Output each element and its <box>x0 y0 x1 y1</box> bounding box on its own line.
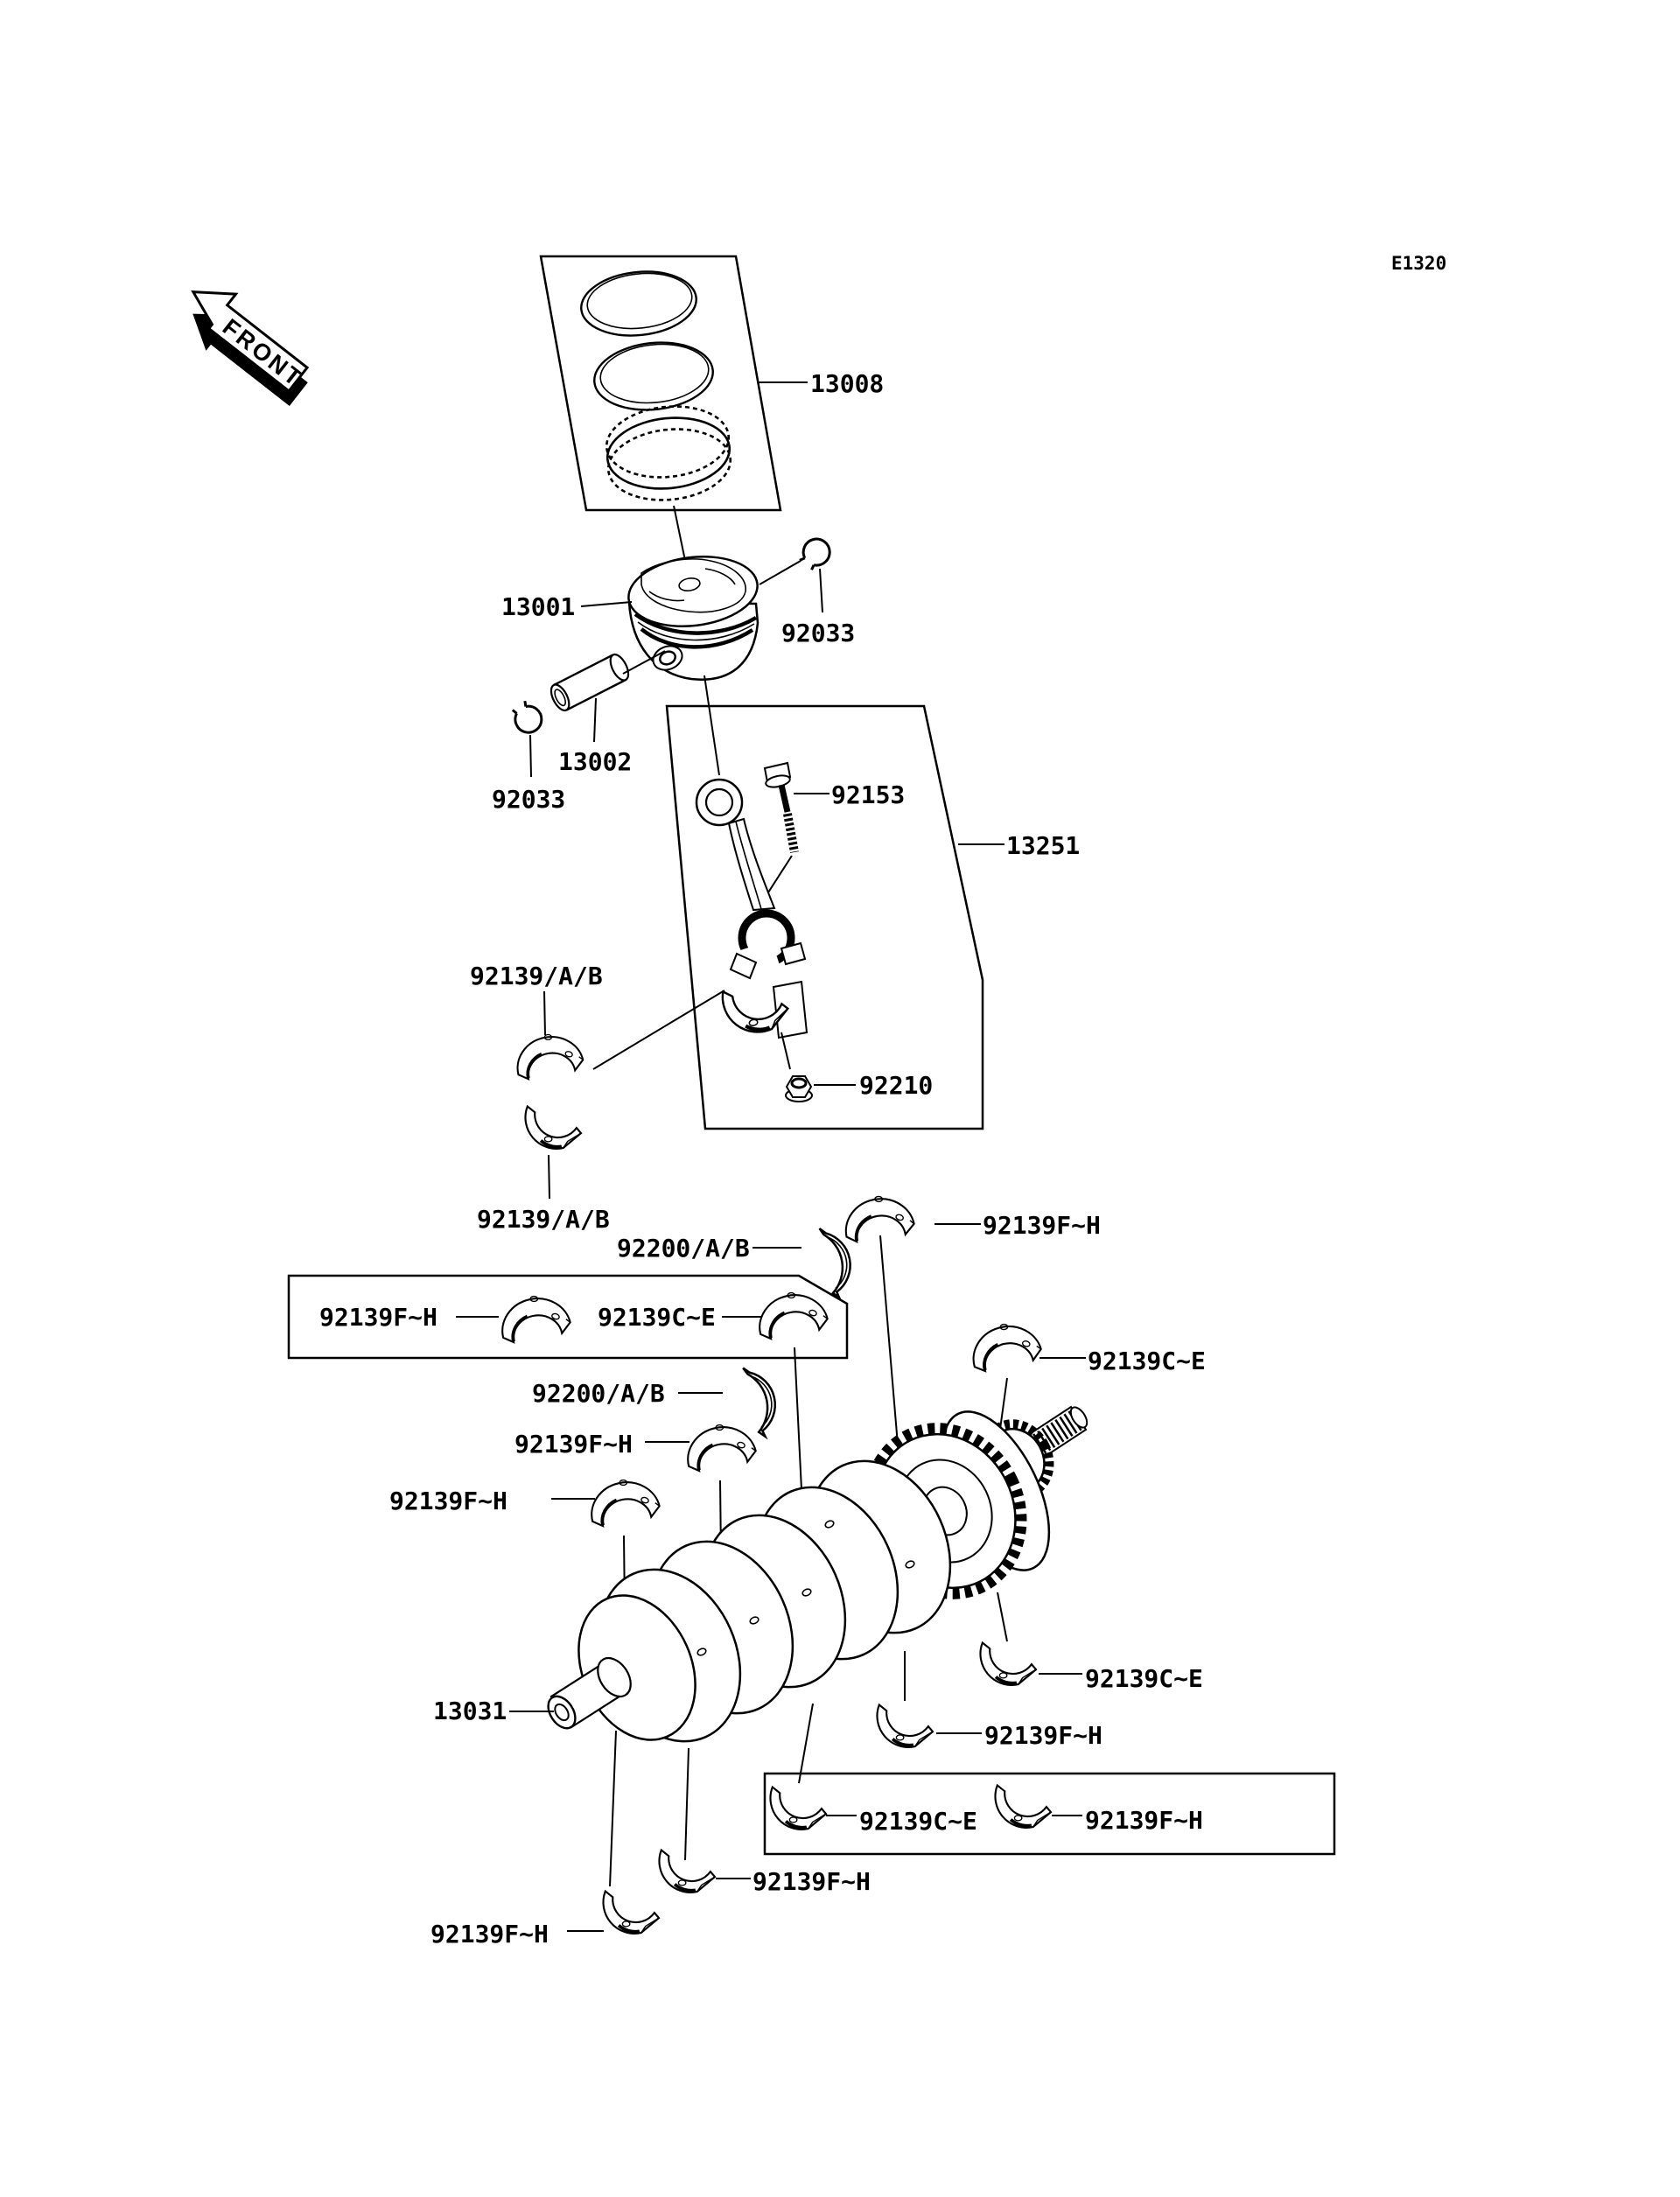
piston-pin-group <box>550 653 630 712</box>
leader-nut-to-rod <box>780 1032 791 1070</box>
bolt-threads <box>783 813 799 853</box>
label-piston-ring-set: 13008 <box>810 369 884 398</box>
output-shaft-splines <box>1023 1409 1086 1459</box>
leader-92033-top <box>819 568 823 613</box>
label-rod-nut: 92210 <box>859 1071 933 1100</box>
label-ce-box1: 92139C~E <box>598 1303 716 1332</box>
main-shell-box1-ce <box>753 1285 831 1342</box>
bearing-box-1 <box>287 1274 849 1360</box>
label-fh-third: 92139F~H <box>514 1430 633 1459</box>
piston-crown-plug <box>678 577 701 592</box>
main-shell-mid-bottom <box>657 1848 717 1894</box>
main-shell-right-low-fh <box>875 1703 934 1749</box>
label-piston: 13001 <box>501 592 575 621</box>
piston-ring-set-group <box>539 255 782 512</box>
label-pin-clip-top: 92033 <box>781 619 855 647</box>
main-shell-third <box>682 1417 760 1474</box>
rod-bolt-group <box>763 761 799 853</box>
label-ce-right-mid: 92139C~E <box>1085 1664 1203 1693</box>
pin-clip-top <box>796 534 835 575</box>
main-shell-right-ce <box>966 1316 1045 1375</box>
compression-ring-1 <box>580 270 697 337</box>
label-connecting-rod: 13251 <box>1006 831 1080 860</box>
leader-rod-bearing-lower <box>548 1154 550 1200</box>
label-fh-fourth: 92139F~H <box>389 1487 508 1515</box>
pin-clip-bottom <box>504 696 549 739</box>
label-fh-right-low: 92139F~H <box>984 1721 1102 1750</box>
leader-piston-to-clip <box>759 560 802 585</box>
rod-small-end <box>695 778 744 827</box>
label-fh-top-right: 92139F~H <box>983 1211 1101 1240</box>
label-pin-clip-bottom: 92033 <box>492 785 565 814</box>
label-piston-pin: 13002 <box>558 747 632 776</box>
rod-shaft <box>727 817 776 912</box>
rod-bolt-lug-right <box>780 941 807 966</box>
leader-bolt-to-rod <box>767 855 793 893</box>
piston-group <box>627 556 760 681</box>
pin-boss <box>652 645 683 671</box>
connecting-rod-frame <box>665 704 984 1130</box>
leader-ce-box1-down <box>794 1347 803 1508</box>
main-shell-right-mid-ce <box>978 1641 1038 1687</box>
leader-shell-to-gear <box>879 1235 900 1456</box>
leader-pin-to-piston <box>622 650 666 675</box>
drawing-code: E1320 <box>1391 253 1446 274</box>
connecting-rod-group <box>695 778 808 1039</box>
rod-nut-group <box>785 1075 813 1102</box>
label-rod-bearing-lower: 92139/A/B <box>477 1205 610 1234</box>
label-crankshaft: 13031 <box>433 1697 507 1725</box>
main-shell-top-right <box>840 1191 917 1245</box>
thrust-washer-2 <box>732 1367 781 1439</box>
main-shell-box1-fh <box>496 1289 574 1346</box>
label-fh-box1: 92139F~H <box>319 1303 438 1332</box>
leader-13001 <box>580 601 633 607</box>
main-shell-bottom-left <box>601 1889 661 1935</box>
leader-13002 <box>593 697 597 743</box>
front-arrow: FRONT <box>191 290 310 406</box>
leader-fh-midbottom-up <box>684 1747 690 1861</box>
leader-ce-rmid-up <box>997 1592 1008 1642</box>
leader-ce-box2-up <box>798 1703 814 1784</box>
rod-bearing-upper-shell <box>511 1028 586 1082</box>
leader-rod-bearing-upper <box>543 990 546 1036</box>
oil-ring <box>605 405 732 501</box>
main-shell-box2-ce <box>768 1785 828 1831</box>
label-fh-box2: 92139F~H <box>1085 1806 1203 1835</box>
label-fh-mid-bottom: 92139F~H <box>752 1867 871 1896</box>
leader-92033-bottom <box>529 734 532 778</box>
rod-bolt-lug-left <box>729 952 758 980</box>
thrust-washer-1 <box>807 1227 858 1300</box>
compression-ring-2 <box>593 341 714 411</box>
leader-fh-bottomleft-up <box>609 1730 617 1887</box>
leader-piston-to-rod <box>704 675 720 776</box>
ring-groove-2 <box>640 627 754 649</box>
crankshaft-group <box>547 1405 1088 1743</box>
ring-groove-1 <box>634 612 758 635</box>
ring-set-frame <box>539 255 782 512</box>
label-thrust-washer-2: 92200/A/B <box>532 1379 665 1408</box>
label-thrust-washer-1: 92200/A/B <box>617 1234 750 1263</box>
front-arrow-body <box>191 290 310 394</box>
label-fh-bottom-left: 92139F~H <box>430 1920 549 1949</box>
crank-nose-tip <box>547 1695 577 1730</box>
label-rod-bolt: 92153 <box>831 780 905 809</box>
label-ce-right: 92139C~E <box>1088 1347 1206 1375</box>
bearing-box-2 <box>763 1772 1336 1856</box>
label-ce-box2: 92139C~E <box>859 1807 977 1836</box>
main-shell-box2-fh <box>993 1783 1053 1830</box>
main-shell-fourth <box>585 1473 663 1529</box>
rod-bearing-lower-shell <box>523 1104 583 1151</box>
valve-pockets <box>648 568 736 602</box>
label-rod-bearing-upper: 92139/A/B <box>470 962 603 990</box>
leader-shells-to-rod <box>592 990 725 1070</box>
